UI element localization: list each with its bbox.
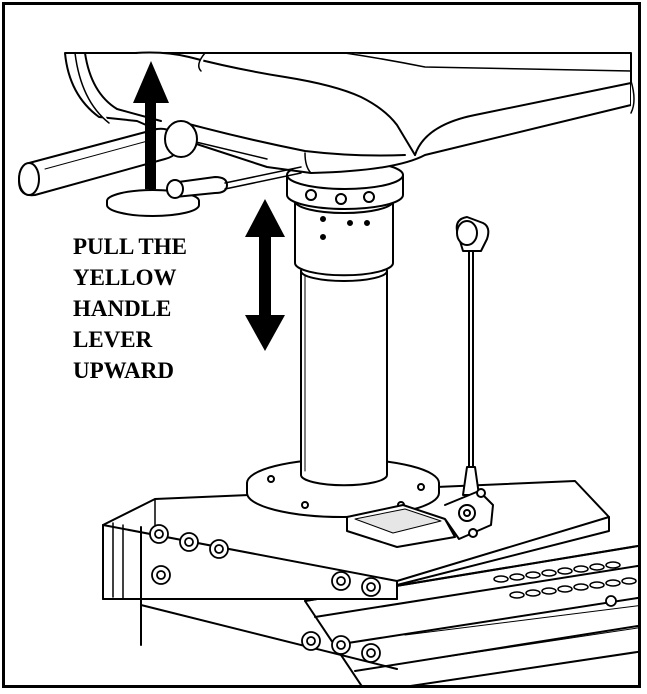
side-handle <box>18 120 198 197</box>
instruction-line: UPWARD <box>73 358 174 383</box>
release-paddle <box>106 166 302 217</box>
diagram-frame: PULL THE YELLOW HANDLE LEVER UPWARD <box>2 2 641 688</box>
mounting-bolts <box>149 524 617 663</box>
instruction-line: PULL THE <box>73 234 187 259</box>
instruction-line: LEVER <box>73 327 153 352</box>
seat-track-rail <box>304 544 638 685</box>
pedestal-column <box>246 160 440 518</box>
foot-pedal <box>346 488 494 548</box>
instruction-text: PULL THE YELLOW HANDLE LEVER UPWARD <box>73 231 263 386</box>
instruction-line: HANDLE <box>73 296 172 321</box>
seat-pedestal-illustration <box>18 51 638 685</box>
instruction-line: YELLOW <box>73 265 177 290</box>
arrow-up-icon <box>133 61 169 189</box>
yellow-handle-lever <box>455 216 490 496</box>
arrow-up-down-icon <box>245 199 285 351</box>
